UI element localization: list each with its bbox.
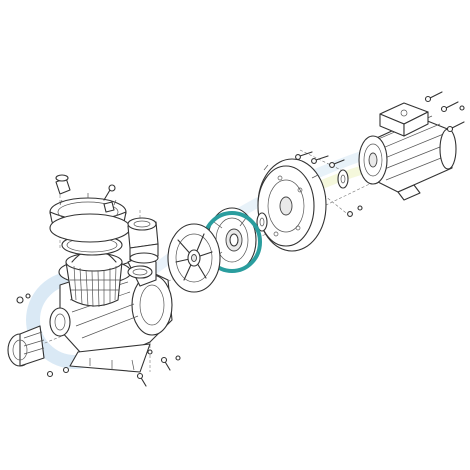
base-bolts [46, 349, 181, 387]
lid-knob [55, 174, 71, 195]
motor-terminal-box [379, 102, 429, 137]
shaft-washer [337, 169, 349, 189]
motor [358, 102, 457, 201]
mechanical-seal [256, 212, 268, 232]
strainer-basket [65, 248, 123, 308]
motor-bolts [424, 91, 465, 133]
basket-mesh [70, 265, 120, 308]
seal-plate [257, 158, 327, 252]
drain-plugs [16, 293, 31, 304]
lid-clip [103, 201, 115, 213]
inlet-union [7, 325, 45, 367]
lid-locking-ring [49, 213, 131, 243]
outlet-union-ring [127, 265, 153, 279]
flange-bolts [295, 151, 363, 217]
outlet-union [127, 217, 159, 264]
motor-fan-cover [439, 128, 457, 170]
motor-fins [375, 115, 452, 181]
lid-bolts [103, 184, 116, 201]
impeller [167, 223, 221, 293]
